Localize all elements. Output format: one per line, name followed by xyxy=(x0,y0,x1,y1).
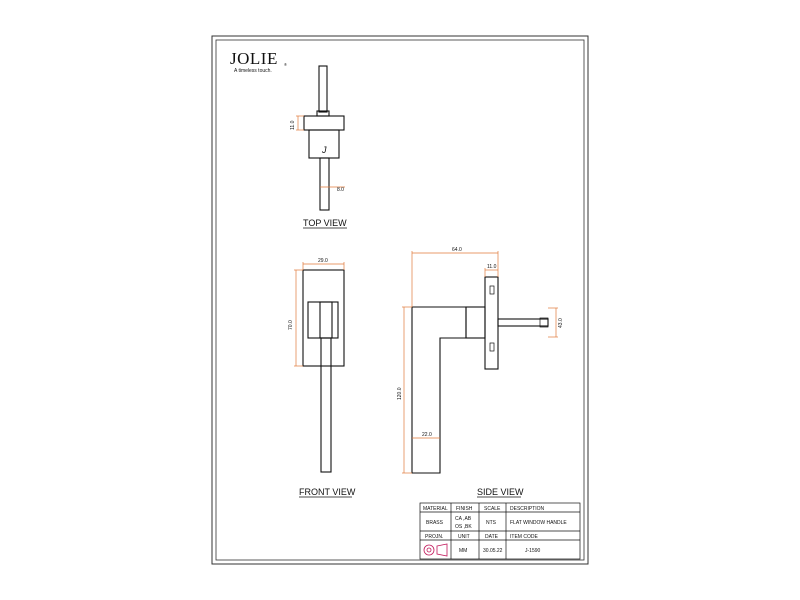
tb-date: 30.05.22 xyxy=(483,548,503,554)
top-view-drawing: J 11.0 8.0 TOP VIEW xyxy=(290,65,347,229)
side-view-dim-height: 120.0 xyxy=(397,387,403,400)
brand-mark: ® xyxy=(284,62,287,67)
tb-header-unit: UNIT xyxy=(458,534,470,540)
projection-symbol xyxy=(423,543,448,557)
title-block: MATERIAL FINISH SCALE DESCRIPTION BRASS … xyxy=(419,502,581,560)
tb-finish-1: CA ,AB xyxy=(455,516,472,522)
brand-name: JOLIE xyxy=(230,49,278,68)
side-view-spindle-end xyxy=(539,317,549,328)
tb-header-projection: PROJN. xyxy=(425,534,443,540)
tb-header-finish: FINISH xyxy=(456,506,473,512)
top-view-spindle-upper xyxy=(318,65,328,113)
tb-description: FLAT WINDOW HANDLE xyxy=(510,520,567,526)
front-view-plate xyxy=(302,269,345,367)
top-view-label: TOP VIEW xyxy=(303,218,347,228)
tb-header-description: DESCRIPTION xyxy=(510,506,545,512)
top-view-dim-height: 11.0 xyxy=(290,120,296,130)
front-view-dim-height: 70.0 xyxy=(288,320,294,330)
side-view-dim-depth: 64.0 xyxy=(452,247,462,253)
tb-scale: NTS xyxy=(486,520,497,526)
side-view-dim-lever: 22.0 xyxy=(422,432,432,438)
tb-material: BRASS xyxy=(426,520,444,526)
top-view-lever xyxy=(319,157,330,211)
front-view-drawing: 29.0 70.0 FRONT VIEW xyxy=(288,258,356,498)
front-view-label: FRONT VIEW xyxy=(299,487,356,497)
drawing-frame xyxy=(215,39,585,561)
side-view-dim-spindle: 43.0 xyxy=(558,318,564,328)
tb-header-item-code: ITEM CODE xyxy=(510,534,538,540)
side-view-drawing: 64.0 11.0 43.0 120.0 22.0 SIDE VIEW xyxy=(397,247,564,498)
tb-item-code: J-1590 xyxy=(525,548,541,554)
side-view-plate-tab-bottom xyxy=(489,342,495,352)
front-view-dim-width: 29.0 xyxy=(318,258,328,264)
tb-header-date: DATE xyxy=(485,534,499,540)
brand-tagline: A timeless touch. xyxy=(234,68,272,74)
top-view-logo-mark: J xyxy=(321,145,327,155)
side-view-dim-plate: 11.0 xyxy=(487,264,497,270)
top-view-dim-width: 8.0 xyxy=(337,187,344,193)
tb-finish-2: OS ,BK xyxy=(455,524,472,530)
front-view-lever xyxy=(320,337,332,473)
side-view-label: SIDE VIEW xyxy=(477,487,524,497)
sheet-border xyxy=(211,35,589,565)
brand-logo: JOLIE ® A timeless touch. xyxy=(230,49,287,74)
tb-header-scale: SCALE xyxy=(484,506,501,512)
tb-header-material: MATERIAL xyxy=(423,506,448,512)
tb-unit: MM xyxy=(459,548,467,554)
side-view-plate-tab-top xyxy=(489,285,495,295)
